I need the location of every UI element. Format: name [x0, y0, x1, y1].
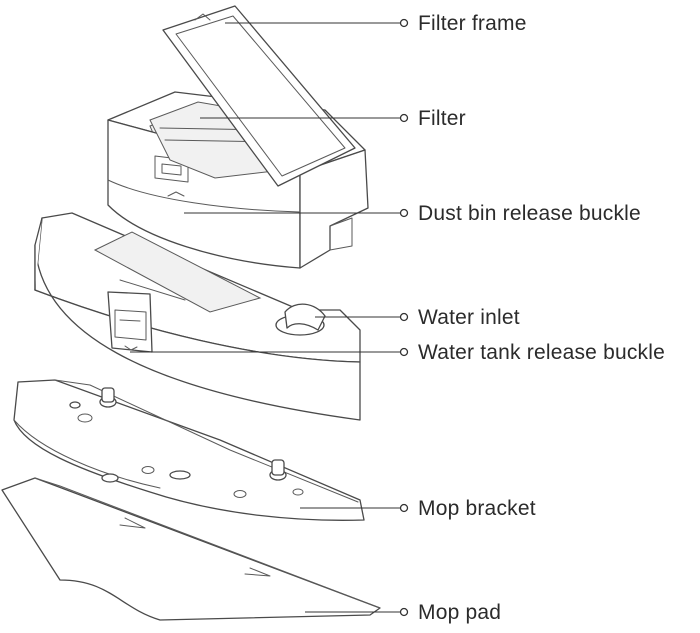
leader-dot-water-tank-buckle — [399, 347, 409, 357]
label-water-tank-release-buckle: Water tank release buckle — [418, 341, 666, 364]
leader-dot-dust-bin-buckle — [399, 208, 409, 218]
mop-bracket — [13, 379, 365, 521]
leader-dot-filter-frame — [399, 18, 409, 28]
leader-dot-filter — [399, 113, 409, 123]
leader-lines — [130, 18, 409, 617]
water-tank — [34, 212, 361, 421]
label-filter-frame: Filter frame — [418, 12, 527, 35]
mop-pad — [1, 477, 381, 621]
label-filter: Filter — [418, 107, 466, 130]
label-water-inlet: Water inlet — [418, 306, 520, 329]
label-mop-bracket: Mop bracket — [418, 497, 536, 520]
label-dust-bin-release-buckle: Dust bin release buckle — [418, 202, 641, 225]
label-mop-pad: Mop pad — [418, 601, 502, 624]
leader-dot-mop-pad — [399, 607, 409, 617]
leader-dot-mop-bracket — [399, 503, 409, 513]
leader-dot-water-inlet — [399, 312, 409, 322]
filter-frame — [162, 5, 356, 187]
